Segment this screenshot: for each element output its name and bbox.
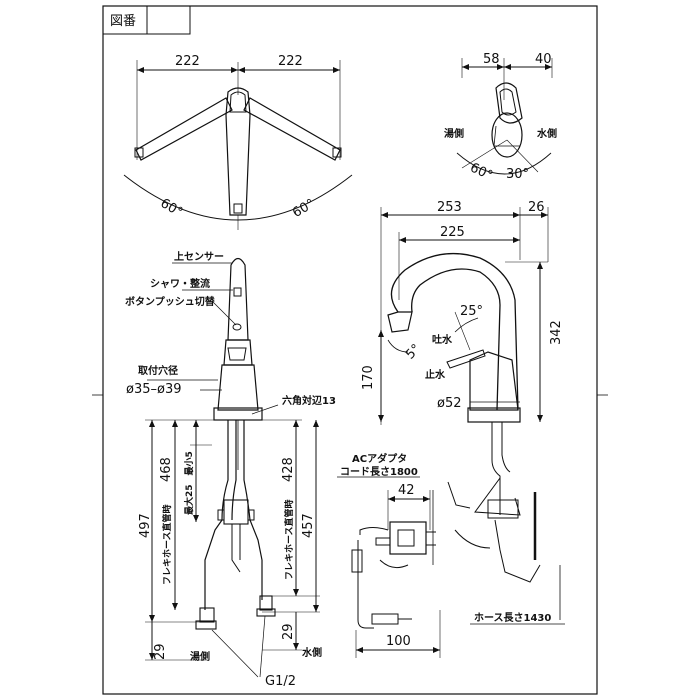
side-label-spout-off: 止水 bbox=[425, 368, 446, 381]
front-dim-468: 468 bbox=[159, 457, 174, 482]
handle-dim-left: 58 bbox=[483, 52, 500, 67]
handle-view bbox=[456, 58, 553, 175]
handle-angle-right: 30° bbox=[506, 167, 529, 182]
adapter-hose-length: ホース長さ1430 bbox=[474, 612, 551, 624]
side-dim-26: 26 bbox=[528, 200, 545, 215]
front-label-hot: 湯側 bbox=[190, 650, 210, 663]
side-view bbox=[378, 207, 565, 625]
front-dim-457: 457 bbox=[301, 513, 316, 538]
front-view bbox=[145, 257, 320, 678]
side-dim-170: 170 bbox=[361, 365, 376, 390]
title-block: 図番 bbox=[102, 5, 191, 35]
front-hole-value: ø35–ø39 bbox=[126, 382, 182, 397]
handle-dim-right: 40 bbox=[535, 52, 552, 67]
front-dim-497: 497 bbox=[138, 513, 153, 538]
top-dim-right: 222 bbox=[278, 54, 303, 69]
front-label-hole: 取付穴径 bbox=[138, 364, 178, 377]
side-diameter: ø52 bbox=[437, 396, 462, 411]
adapter-dim-100: 100 bbox=[386, 634, 411, 649]
side-dim-253: 253 bbox=[437, 200, 462, 215]
adapter-title-line1: ACアダプタ bbox=[352, 452, 407, 465]
front-dim-29-right: 29 bbox=[281, 623, 296, 640]
front-label-shower: シャワ・整流 bbox=[150, 277, 210, 290]
top-dim-left: 222 bbox=[175, 54, 200, 69]
handle-label-hot: 湯側 bbox=[444, 127, 464, 140]
adapter-dim-42: 42 bbox=[398, 483, 415, 498]
adapter-title-line2: コード長さ1800 bbox=[340, 466, 418, 478]
front-flex-note-1: フレキホース直管時 bbox=[161, 504, 173, 585]
front-dim-428: 428 bbox=[281, 457, 296, 482]
front-label-hex: 六角対辺13 bbox=[282, 394, 336, 407]
handle-label-cold: 水側 bbox=[536, 127, 557, 140]
front-flex-note-2: フレキホース直管時 bbox=[283, 499, 295, 580]
side-label-spout-on: 吐水 bbox=[432, 333, 453, 346]
front-thread: G1/2 bbox=[265, 674, 296, 689]
title-block-label: 図番 bbox=[110, 14, 136, 29]
top-view bbox=[123, 60, 353, 230]
side-angle-25: 25° bbox=[460, 304, 483, 319]
front-range-note: 最大25 最小5 bbox=[183, 451, 195, 515]
side-dim-225: 225 bbox=[440, 225, 465, 240]
front-label-sensor: 上センサー bbox=[174, 250, 224, 263]
front-label-cold: 水側 bbox=[301, 646, 322, 659]
side-dim-342: 342 bbox=[549, 320, 564, 345]
adapter-view bbox=[337, 476, 441, 658]
front-label-button: ボタンプッシュ切替 bbox=[125, 295, 216, 308]
front-dim-29-left: 29 bbox=[153, 643, 168, 660]
drawing-frame bbox=[102, 5, 598, 695]
